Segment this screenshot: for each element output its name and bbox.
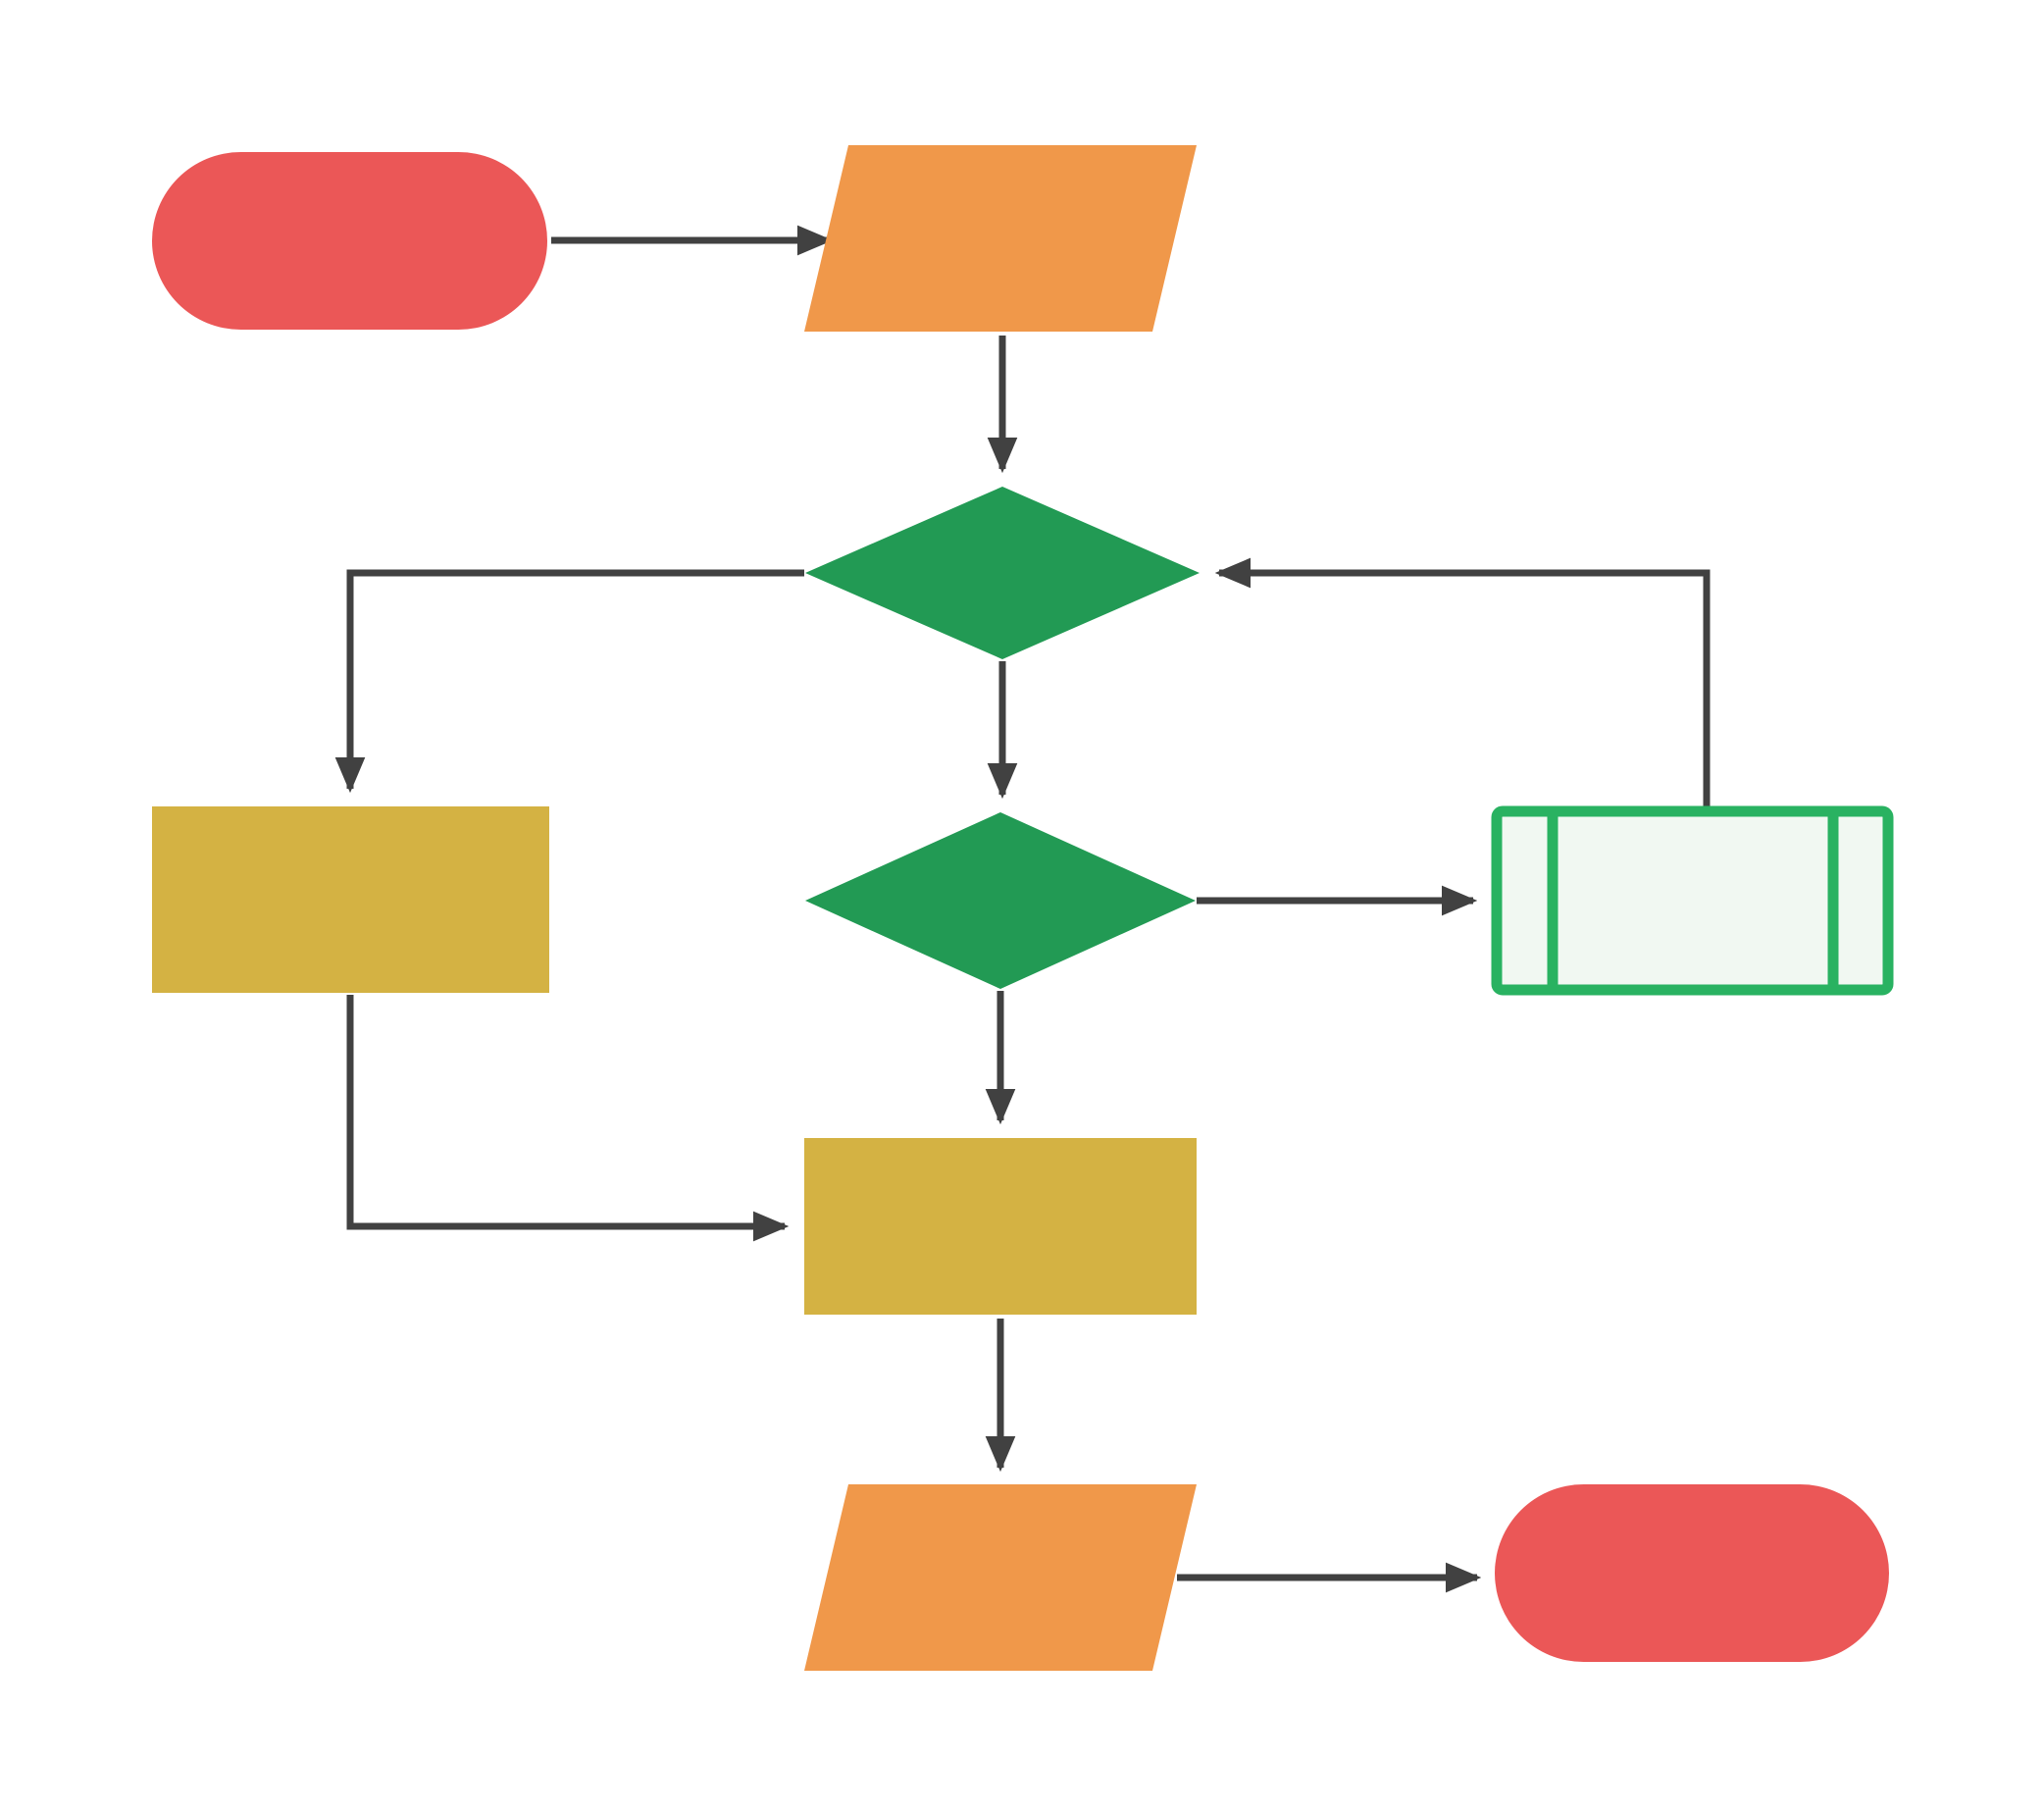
node-decision-one[interactable] bbox=[805, 487, 1200, 659]
output-parallelogram-shape[interactable] bbox=[804, 1484, 1197, 1671]
node-input-parallelogram[interactable] bbox=[804, 145, 1197, 332]
edge-decision1-to-process-left bbox=[334, 569, 804, 794]
node-start-terminator[interactable] bbox=[152, 152, 547, 330]
edge-process-left-to-process-center bbox=[346, 995, 790, 1242]
node-predefined-process[interactable] bbox=[1491, 805, 1894, 996]
decision-one-shape[interactable] bbox=[805, 487, 1200, 659]
process-center-shape[interactable] bbox=[804, 1138, 1197, 1315]
node-layer bbox=[152, 145, 1894, 1671]
node-process-left[interactable] bbox=[152, 806, 549, 993]
edge-layer bbox=[334, 225, 1711, 1593]
node-process-center[interactable] bbox=[804, 1138, 1197, 1315]
node-output-parallelogram[interactable] bbox=[804, 1484, 1197, 1671]
end-terminator-shape[interactable] bbox=[1495, 1484, 1889, 1662]
process-left-shape[interactable] bbox=[152, 806, 549, 993]
node-decision-two[interactable] bbox=[805, 812, 1196, 989]
edge-predefined-to-decision1-loopback bbox=[1214, 557, 1711, 806]
node-end-terminator[interactable] bbox=[1495, 1484, 1889, 1662]
start-terminator-shape[interactable] bbox=[152, 152, 547, 330]
input-parallelogram-shape[interactable] bbox=[804, 145, 1197, 332]
predefined-process-shape[interactable] bbox=[1491, 805, 1894, 996]
decision-two-shape[interactable] bbox=[805, 812, 1196, 989]
